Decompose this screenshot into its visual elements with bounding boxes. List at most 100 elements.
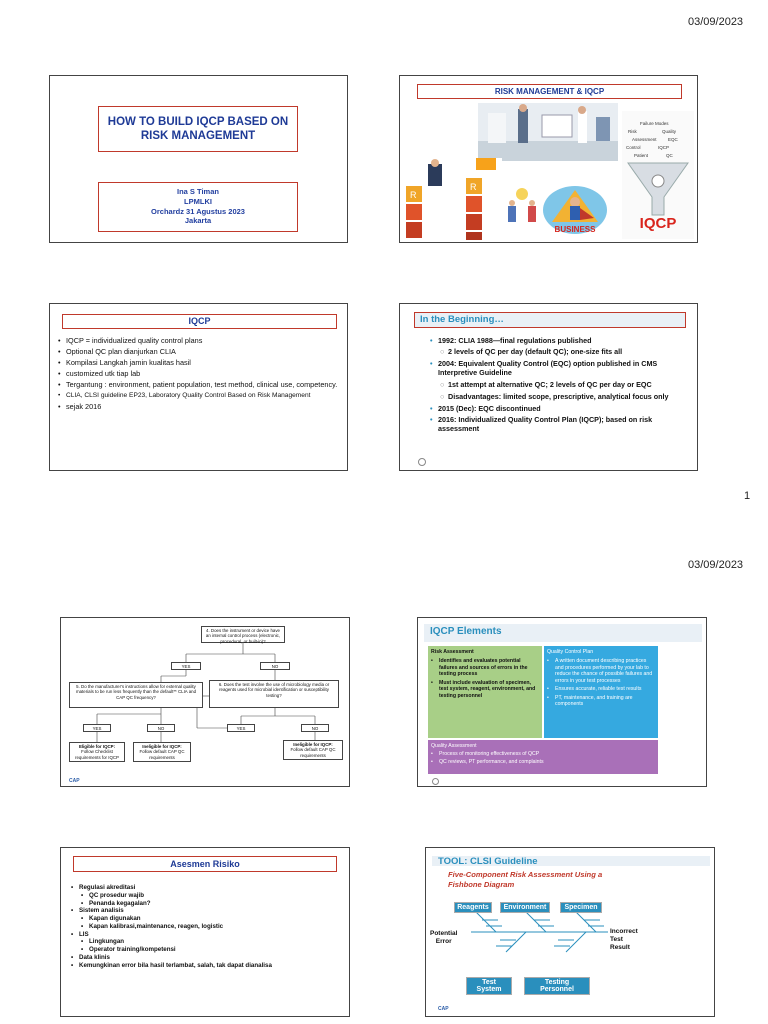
list-item: Kemungkinan error bila hasil terlambat, …	[71, 962, 345, 970]
slide8-subtitle-line1: Five-Component Risk Assessment Using a	[448, 870, 603, 879]
list-item: 2016: Individualized Quality Control Pla…	[430, 415, 692, 433]
qcp-list: A written document describing practices …	[547, 658, 655, 708]
qcp-heading: Quality Control Plan	[547, 649, 594, 655]
flow-yes-3: YES	[227, 724, 255, 732]
list-item: Disadvantages: limited scope, prescripti…	[430, 392, 692, 401]
list-item: Kapan digunakan	[71, 915, 345, 923]
test-label: Test	[610, 935, 623, 943]
list-item: Kapan kalibrasi,maintenance, reagen, log…	[71, 923, 345, 931]
business-label: BUSINESS	[554, 225, 596, 234]
page2-date: 03/09/2023	[688, 559, 744, 571]
qa-heading: Quality Assessment	[431, 743, 477, 749]
error-label: Error	[435, 937, 452, 945]
list-item: Identifies and evaluates potential failu…	[431, 658, 539, 678]
list-item: 2015 (Dec): EQC discontinued	[430, 404, 692, 413]
team-idea-image	[508, 188, 536, 222]
slide1-title-line1: HOW TO BUILD IQCP BASED ON	[107, 116, 289, 128]
flow-yes-1: YES	[171, 662, 201, 670]
svg-text:Control: Control	[626, 145, 641, 150]
flow-q6: 6. Does the test involve the use of micr…	[209, 680, 339, 708]
list-item: QC prosedur wajib	[71, 892, 345, 900]
slide1-org: LPMLKI	[184, 196, 212, 206]
list-item: Operator training/kompetensi	[71, 946, 345, 954]
slide-iqcp-flowchart: 4. Does the instrument or device have an…	[60, 617, 350, 787]
list-item: sejak 2016	[58, 402, 342, 411]
qa-list: Process of monitoring effectiveness of Q…	[431, 751, 655, 765]
slide-risk-management: RISK MANAGEMENT & IQCP R R	[399, 75, 698, 243]
list-item: Ensures accurate, reliable test results	[547, 686, 655, 693]
flow-no-1: NO	[260, 662, 290, 670]
quality-control-plan-panel: Quality Control Plan A written document …	[544, 646, 658, 738]
slide3-bullet-list: IQCP = individualized quality control pl…	[58, 336, 342, 411]
svg-text:Quality: Quality	[662, 129, 677, 134]
slide5-footer: CAP	[69, 778, 80, 784]
slide1-event: Orchardz 31 Agustus 2023	[151, 206, 245, 216]
quality-assessment-panel: Quality Assessment Process of monitoring…	[428, 740, 658, 774]
slide2-title: RISK MANAGEMENT & IQCP	[417, 84, 682, 99]
slide1-author-box: Ina S Timan LPMLKI Orchardz 31 Agustus 2…	[98, 182, 298, 232]
fishbone-left-label: Potential Error	[430, 930, 457, 946]
list-item: 1st attempt at alternative QC; 2 levels …	[430, 380, 692, 389]
slide1-title-line2: RISK MANAGEMENT	[140, 130, 256, 143]
slide4-list: 1992: CLIA 1988—final regulations publis…	[430, 336, 692, 433]
svg-text:EQC: EQC	[668, 137, 679, 142]
list-item: A written document describing practices …	[547, 658, 655, 684]
fishbone-label-specimen: Specimen	[560, 902, 602, 913]
risk-list: Identifies and evaluates potential failu…	[431, 658, 539, 699]
list-item: 1992: CLIA 1988—final regulations publis…	[430, 336, 692, 345]
result-label: Result	[610, 943, 630, 951]
flow-yes-2: YES	[83, 724, 111, 732]
risk-blocks-image: R R	[406, 158, 502, 240]
slide-iqcp: IQCP IQCP = individualized quality contr…	[49, 303, 348, 471]
slide8-subtitle-line2: Fishbone Diagram	[448, 880, 515, 889]
eligible-text: Follow Checklist requirements for IQCP	[75, 749, 119, 760]
ineligible-text-1: Follow default CAP QC requirements	[139, 749, 185, 760]
list-item: PT, maintenance, and training are compon…	[547, 695, 655, 708]
svg-text:IQCP: IQCP	[658, 145, 669, 150]
svg-text:Failure Modes: Failure Modes	[640, 121, 669, 126]
flow-q4: 4. Does the instrument or device have an…	[201, 626, 285, 644]
list-item: 2 levels of QC per day (default QC); one…	[430, 347, 692, 356]
list-item: customized utk tiap lab	[58, 369, 342, 378]
flow-eligible: Eligible for IQCP: Follow Checklist requ…	[69, 742, 125, 762]
eligible-title: Eligible for IQCP:	[78, 744, 116, 749]
slide-asesmen-risiko: Asesmen Risiko Regulasi akreditasi QC pr…	[60, 847, 350, 1017]
slide-iqcp-elements: IQCP Elements Risk Assessment Identifies…	[417, 617, 707, 787]
list-item: Regulasi akreditasi	[71, 884, 345, 892]
list-item: Data klinis	[71, 954, 345, 962]
iqcp-logo: IQCP	[639, 215, 677, 232]
flowchart-connectors	[96, 642, 316, 742]
slide-in-the-beginning: In the Beginning… 1992: CLIA 1988—final …	[399, 303, 698, 471]
list-item: Optional QC plan dianjurkan CLIA	[58, 347, 342, 356]
list-item: Sistem analisis	[71, 907, 345, 915]
list-item: Lingkungan	[71, 938, 345, 946]
slide3-title: IQCP	[62, 314, 337, 329]
list-item: 2004: Equivalent Quality Control (EQC) o…	[430, 359, 692, 377]
list-item: LIS	[71, 931, 345, 939]
svg-text:Risk: Risk	[628, 129, 637, 134]
ineligible-title-1: Ineligible for IQCP:	[142, 744, 182, 749]
flow-no-2: NO	[147, 724, 175, 732]
list-item: IQCP = individualized quality control pl…	[58, 336, 342, 345]
flow-no-3: NO	[301, 724, 329, 732]
slide8-footer: CAP	[438, 1006, 449, 1012]
fishbone-right-label: Incorrect Test Result	[610, 928, 638, 951]
fishbone-label-testing-personnel: Testing Personnel	[524, 977, 590, 995]
slide7-title: Asesmen Risiko	[73, 856, 337, 872]
list-item: Tergantung : environment, patient popula…	[58, 380, 342, 389]
svg-text:Patient: Patient	[634, 153, 649, 158]
slide6-title: IQCP Elements	[430, 626, 502, 637]
slide-clsi-fishbone: TOOL: CLSI Guideline Five-Component Risk…	[425, 847, 715, 1017]
fishbone-label-test-system: Test System	[466, 977, 512, 995]
page1-number: 1	[744, 490, 751, 502]
business-image: BUSINESS	[540, 182, 610, 240]
svg-text:R: R	[410, 190, 417, 200]
slide6-title-bar	[424, 624, 702, 642]
slide4-title-bar	[414, 312, 686, 328]
flow-ineligible-2: Ineligible for IQCP: Follow default CAP …	[283, 740, 343, 760]
risk-heading: Risk Assessment	[431, 649, 474, 655]
list-item: Process of monitoring effectiveness of Q…	[431, 751, 655, 758]
cap-logo-icon	[418, 458, 426, 466]
slide1-author: Ina S Timan	[177, 187, 219, 196]
